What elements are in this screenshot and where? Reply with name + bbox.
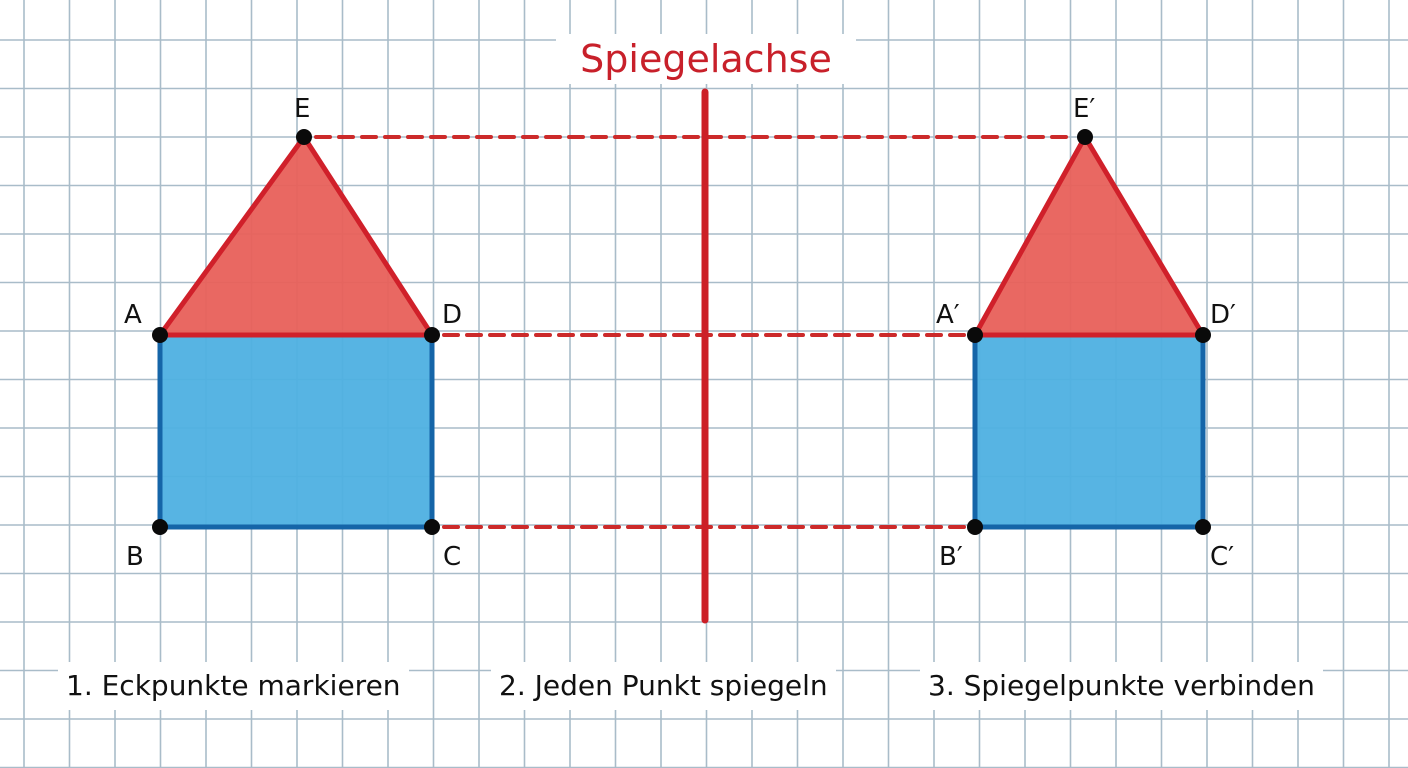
mirrored-triangle bbox=[972, 134, 1206, 338]
point-E-prime bbox=[1077, 129, 1093, 145]
point-C bbox=[424, 519, 440, 535]
label-B: B bbox=[126, 542, 144, 572]
original-triangle bbox=[157, 134, 435, 338]
mirrored-house bbox=[972, 134, 1206, 530]
label-D: D bbox=[442, 300, 463, 330]
point-D-prime bbox=[1195, 327, 1211, 343]
original-rectangle bbox=[157, 332, 435, 530]
label-E-prime: E′ bbox=[1073, 94, 1096, 124]
point-C-prime bbox=[1195, 519, 1211, 535]
label-A-prime: A′ bbox=[936, 300, 960, 330]
step-2-caption: 2. Jeden Punkt spiegeln bbox=[491, 662, 836, 710]
original-house bbox=[157, 134, 435, 530]
vertex-points bbox=[152, 129, 1211, 535]
mirror-axis-title: Spiegelachse bbox=[556, 34, 856, 84]
step-3-caption: 3. Spiegelpunkte verbinden bbox=[920, 662, 1323, 710]
label-B-prime: B′ bbox=[939, 542, 963, 572]
mirrored-rectangle bbox=[972, 332, 1206, 530]
point-E bbox=[296, 129, 312, 145]
point-A-prime bbox=[967, 327, 983, 343]
point-A bbox=[152, 327, 168, 343]
label-C: C bbox=[443, 542, 462, 572]
label-A: A bbox=[124, 300, 142, 330]
label-C-prime: C′ bbox=[1210, 542, 1235, 572]
label-E: E bbox=[294, 94, 311, 124]
label-D-prime: D′ bbox=[1210, 300, 1236, 330]
point-B-prime bbox=[967, 519, 983, 535]
point-D bbox=[424, 327, 440, 343]
point-B bbox=[152, 519, 168, 535]
step-1-caption: 1. Eckpunkte markieren bbox=[58, 662, 409, 710]
